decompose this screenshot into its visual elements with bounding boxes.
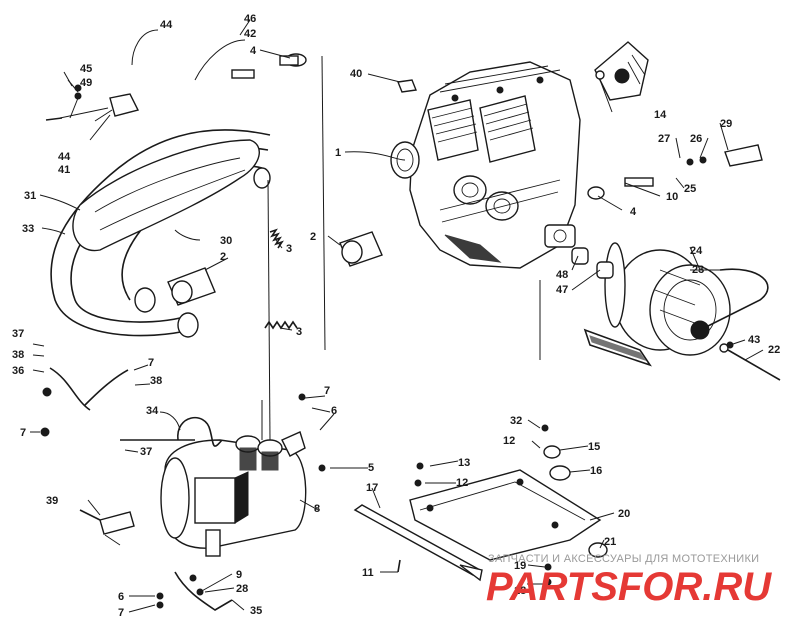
part-label-3: 3 bbox=[296, 326, 302, 338]
bracket-39 bbox=[99, 511, 135, 546]
drive-belt bbox=[583, 268, 769, 367]
drain-tube bbox=[177, 416, 223, 447]
part-label-49: 49 bbox=[80, 77, 92, 89]
part-label-19: 19 bbox=[514, 560, 526, 572]
part-label-7: 7 bbox=[148, 357, 154, 369]
part-label-41: 41 bbox=[58, 164, 70, 176]
part-label-34: 34 bbox=[146, 405, 159, 417]
part-label-37: 37 bbox=[12, 328, 24, 340]
part-label-4: 4 bbox=[630, 206, 637, 218]
exhaust-flange-right bbox=[339, 231, 383, 267]
part-label-33: 33 bbox=[22, 223, 34, 235]
part-label-7: 7 bbox=[324, 385, 330, 397]
part-label-21: 21 bbox=[604, 536, 616, 548]
bracket-41 bbox=[59, 93, 140, 119]
part-label-18: 18 bbox=[514, 585, 526, 597]
part-label-4: 4 bbox=[250, 45, 257, 57]
spring-upper bbox=[269, 228, 284, 249]
part-label-40: 40 bbox=[350, 68, 362, 80]
mount-bracket-29 bbox=[686, 144, 763, 167]
part-label-29: 29 bbox=[720, 118, 732, 130]
part-label-38: 38 bbox=[150, 375, 162, 387]
part-label-36: 36 bbox=[12, 365, 24, 377]
part-label-23: 23 bbox=[692, 264, 704, 276]
part-label-2: 2 bbox=[310, 231, 316, 243]
part-label-12: 12 bbox=[503, 435, 515, 447]
part-label-43: 43 bbox=[748, 334, 760, 346]
part-label-22: 22 bbox=[768, 344, 780, 356]
part-number-labels: 1 2 2 3 3 4 4 5 6 6 7 7 7 7 8 9 10 11 12… bbox=[12, 13, 780, 619]
part-label-20: 20 bbox=[618, 508, 630, 520]
part-label-16: 16 bbox=[590, 465, 602, 477]
part-label-2: 2 bbox=[220, 251, 226, 263]
part-label-32: 32 bbox=[510, 415, 522, 427]
part-label-12: 12 bbox=[456, 477, 468, 489]
exhaust-flange-left bbox=[167, 267, 216, 306]
part-label-6: 6 bbox=[331, 405, 337, 417]
rubber-mount-21 bbox=[588, 542, 608, 558]
spacer-4-right bbox=[587, 177, 654, 200]
part-label-14: 14 bbox=[654, 109, 667, 121]
part-label-35: 35 bbox=[250, 605, 262, 617]
engine-block bbox=[390, 61, 581, 269]
small-hardware bbox=[40, 84, 734, 609]
muffler bbox=[160, 431, 307, 557]
part-label-42: 42 bbox=[244, 28, 256, 40]
part-label-15: 15 bbox=[588, 441, 600, 453]
part-label-5: 5 bbox=[368, 462, 374, 474]
hanger-spring-36 bbox=[49, 367, 129, 411]
part-label-24: 24 bbox=[690, 245, 703, 257]
part-label-28: 28 bbox=[236, 583, 248, 595]
part-label-7: 7 bbox=[118, 607, 124, 619]
part-label-7: 7 bbox=[20, 427, 26, 439]
part-label-17: 17 bbox=[366, 482, 378, 494]
part-label-26: 26 bbox=[690, 133, 702, 145]
part-label-37: 37 bbox=[140, 446, 152, 458]
part-label-10: 10 bbox=[666, 191, 678, 203]
part-label-13: 13 bbox=[458, 457, 470, 469]
bracket-40 bbox=[397, 79, 417, 93]
engine-mount-plate bbox=[409, 469, 602, 561]
part-label-1: 1 bbox=[335, 147, 341, 159]
part-label-3: 3 bbox=[286, 243, 292, 255]
part-label-27: 27 bbox=[658, 133, 670, 145]
rubber-mount-16 bbox=[543, 445, 571, 481]
part-label-45: 45 bbox=[80, 63, 92, 75]
part-label-25: 25 bbox=[684, 183, 696, 195]
part-label-31: 31 bbox=[24, 190, 36, 202]
watermark-logo: PARTSFOR.RU bbox=[486, 565, 772, 609]
part-label-47: 47 bbox=[556, 284, 568, 296]
exhaust-pipes bbox=[50, 129, 271, 338]
hanger-spring-35 bbox=[174, 571, 233, 611]
spring-lower bbox=[264, 320, 298, 330]
part-label-6: 6 bbox=[118, 591, 124, 603]
support-bar bbox=[353, 504, 483, 582]
part-label-8: 8 bbox=[314, 503, 320, 515]
clutch-bolt bbox=[719, 343, 781, 381]
part-label-44: 44 bbox=[160, 19, 173, 31]
part-label-9: 9 bbox=[236, 569, 242, 581]
part-label-30: 30 bbox=[220, 235, 232, 247]
part-label-46: 46 bbox=[244, 13, 256, 25]
part-label-44: 44 bbox=[58, 151, 71, 163]
part-label-48: 48 bbox=[556, 269, 568, 281]
part-label-11: 11 bbox=[362, 567, 374, 579]
watermark: ЗАПЧАСТИ И АКСЕССУАРЫ ДЛЯ МОТОТЕХНИКИ PA… bbox=[486, 553, 772, 609]
spacer-4-top bbox=[231, 53, 307, 79]
part-label-38: 38 bbox=[12, 349, 24, 361]
bushing-48 bbox=[571, 247, 614, 279]
leader-lines bbox=[30, 19, 764, 613]
drive-clutch bbox=[604, 242, 731, 356]
part-label-39: 39 bbox=[46, 495, 58, 507]
watermark-tagline: ЗАПЧАСТИ И АКСЕССУАРЫ ДЛЯ МОТОТЕХНИКИ bbox=[488, 553, 759, 565]
ignition-coil bbox=[594, 41, 649, 101]
